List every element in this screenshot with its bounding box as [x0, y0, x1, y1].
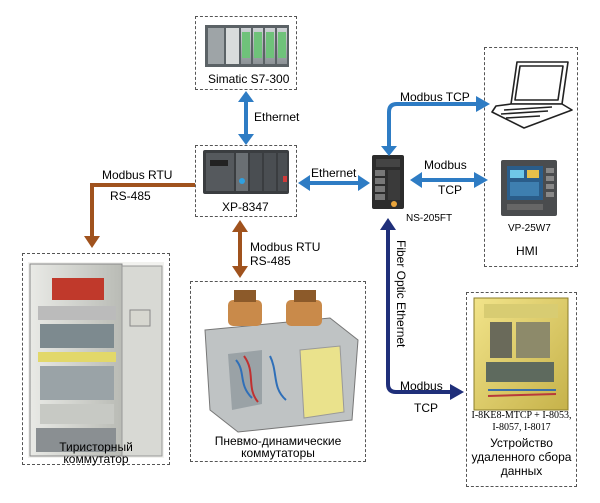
thyristor-label-1: Тиристорный — [59, 440, 133, 454]
simatic-label: Simatic S7-300 — [208, 72, 290, 86]
simatic-s7-300-image — [205, 25, 289, 67]
link-ns205-remote — [380, 218, 464, 400]
vp-25w7-hmi-image — [501, 160, 557, 216]
ns205ft-label: NS-205FT — [406, 213, 453, 224]
remote-io-modules-1: I-8KE8-MTCP + I-8053, — [471, 410, 572, 421]
laptop-image — [491, 61, 573, 129]
xp8347-label: XP-8347 — [222, 200, 269, 214]
modbus-rtu-thyristor-label-2: RS-485 — [110, 189, 151, 203]
remote-io-label-2: удаленного сбора — [471, 450, 572, 464]
link-xp-ns205 — [298, 175, 370, 191]
pneumo-label-1: Пневмо-динамические — [214, 434, 342, 448]
link-xp-thyristor — [84, 183, 195, 248]
xp-8347-image — [203, 150, 289, 194]
hmi-label: HMI — [516, 244, 538, 258]
modbus-remote-label-1: Modbus — [400, 379, 443, 393]
remote-io-modules-2: I-8057, I-8017 — [492, 422, 551, 433]
remote-io-label-3: данных — [500, 464, 543, 478]
modbus-rtu-pneumo-label-1: Modbus RTU — [250, 240, 321, 254]
modbus-rtu-pneumo-label-2: RS-485 — [250, 254, 291, 268]
link-ns205-hmi — [410, 172, 488, 188]
modbus-tcp-laptop-label: Modbus TCP — [400, 90, 470, 104]
thyristor-cabinet-image — [28, 262, 164, 458]
modbus-hmi-label-1: Modbus — [424, 158, 467, 172]
link-xp-pneumo — [232, 220, 248, 278]
ethernet-horizontal-label: Ethernet — [311, 166, 357, 180]
modbus-rtu-thyristor-label-1: Modbus RTU — [102, 168, 173, 182]
link-simatic-xp — [238, 91, 254, 145]
vp25w7-label: VP-25W7 — [508, 223, 551, 234]
pneumo-label-2: коммутаторы — [241, 446, 315, 460]
pneumo-switches-image — [204, 290, 359, 433]
modbus-remote-label-2: TCP — [414, 401, 438, 415]
ns-205ft-image — [372, 155, 404, 209]
remote-io-label-1: Устройство — [490, 436, 553, 450]
fiber-optic-label: Fiber Optic Ethernet — [394, 240, 408, 348]
modbus-hmi-label-2: TCP — [438, 183, 462, 197]
thyristor-label-2: коммутатор — [63, 452, 129, 466]
ethernet-vertical-label: Ethernet — [254, 110, 300, 124]
remote-io-cabinet-image — [473, 297, 569, 411]
link-ns205-laptop — [381, 96, 490, 156]
